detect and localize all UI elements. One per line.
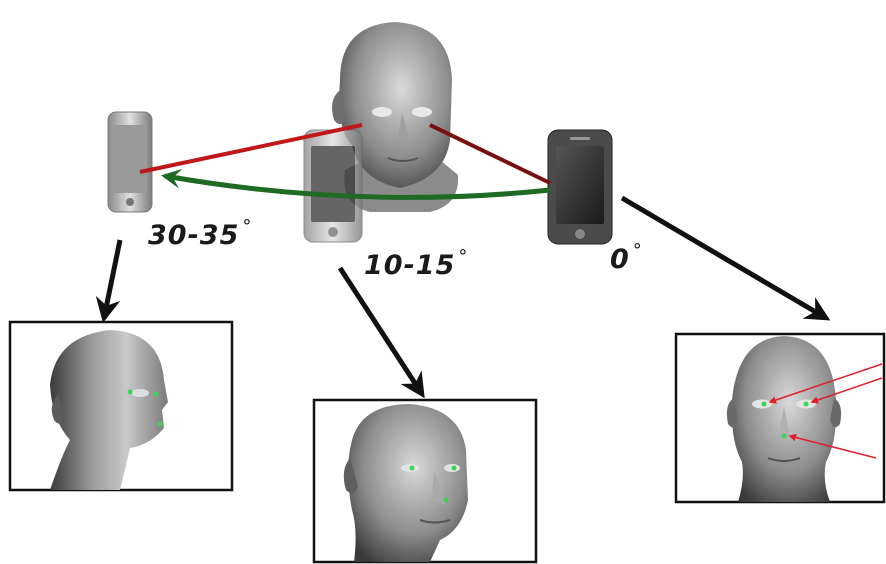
head-icon-three-quarter [343, 404, 468, 562]
head-eye-right [412, 107, 432, 117]
head-ear [332, 90, 346, 124]
landmark-point-icon [153, 391, 159, 397]
landmark-point-icon [157, 421, 163, 427]
phone-icon-10-15 [303, 129, 363, 243]
landmark-pointer [788, 433, 877, 459]
sight-line-30-35 [139, 123, 363, 174]
angle-value: 0 [610, 244, 630, 275]
landmark-pointer [810, 377, 883, 404]
angle-value: 10-15 [364, 250, 456, 281]
sight-line-0 [429, 123, 551, 185]
angle-value: 30-35 [148, 220, 240, 251]
landmark-pointer [768, 363, 883, 404]
landmark-point-icon [781, 433, 787, 439]
arrow-to-view-10-15 [337, 266, 425, 399]
landmark-point-icon [451, 465, 457, 471]
head-nose [398, 112, 410, 142]
head-icon-frontal [726, 336, 842, 502]
phone-icon-0 [547, 129, 613, 245]
angle-label-30-35: 30-35° [148, 216, 252, 251]
angle-label-10-15: 10-15° [364, 246, 468, 281]
angle-label-0: 0° [610, 240, 643, 275]
phone-icon-30-35 [107, 111, 153, 213]
degree-symbol: ° [242, 216, 253, 237]
view-panel-0 [674, 332, 886, 504]
degree-symbol: ° [632, 240, 643, 261]
head-icon-profile [50, 330, 168, 490]
landmark-point-icon [409, 465, 415, 471]
rotation-arc [161, 168, 551, 200]
head-shape [339, 22, 452, 188]
head-mouth [387, 157, 419, 162]
landmark-point-icon [761, 401, 767, 407]
landmark-point-icon [443, 497, 449, 503]
head-eye-left [372, 107, 392, 117]
arrow-to-view-0 [620, 195, 831, 321]
arrow-to-view-30-35 [95, 239, 123, 323]
view-panel-30-35 [8, 320, 234, 492]
degree-symbol: ° [458, 246, 469, 267]
landmark-point-icon [127, 389, 133, 395]
view-panel-10-15 [312, 398, 538, 564]
landmark-point-icon [803, 401, 809, 407]
